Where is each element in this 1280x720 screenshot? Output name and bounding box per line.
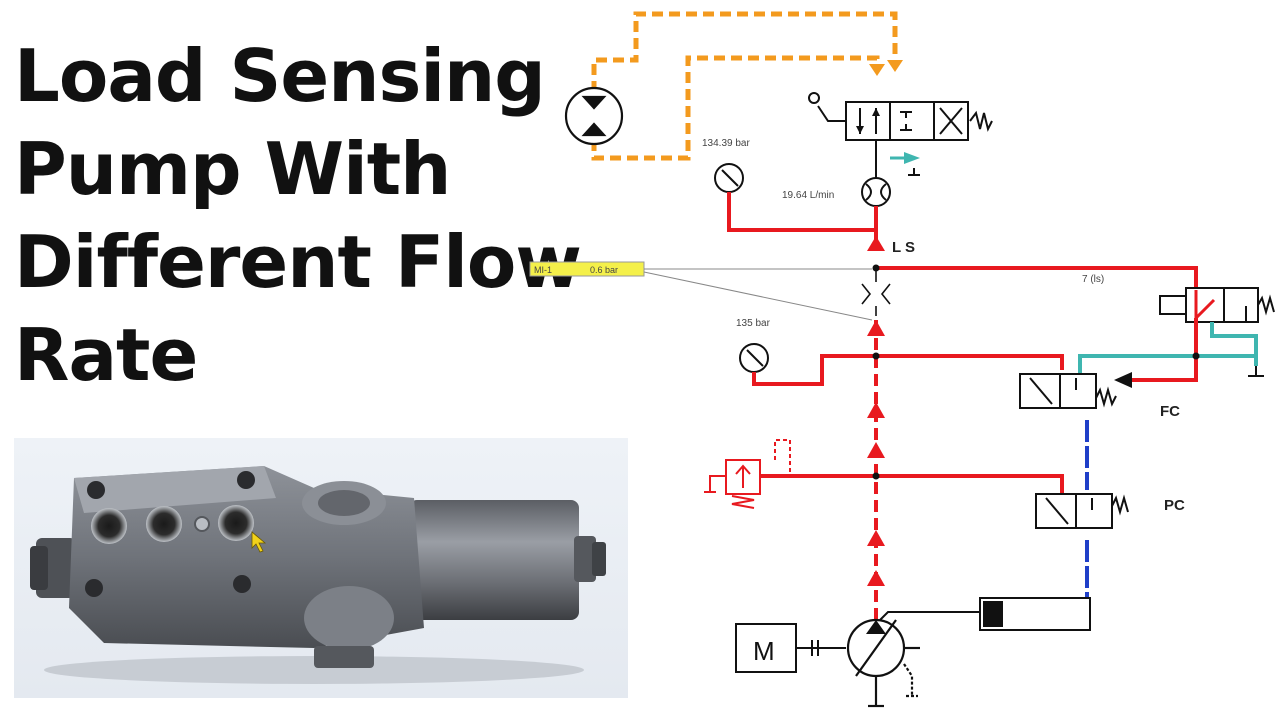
pc-valve-symbol <box>1035 493 1129 529</box>
mi-tag-name: MI-1 <box>534 265 552 275</box>
ls-junction <box>872 264 880 272</box>
orange-arrow-1 <box>887 60 903 72</box>
orange-actuator-lines <box>591 11 898 161</box>
solenoid-valve-symbol <box>1159 287 1275 323</box>
title-line-3: Different Flow <box>14 220 582 304</box>
valve-arrow-1 <box>856 126 864 134</box>
solenoid-teal-path <box>1210 322 1258 366</box>
fc-pilot-arrow <box>1114 372 1132 388</box>
teal-junction <box>1192 352 1200 360</box>
supply-arrow-3 <box>867 442 885 458</box>
ls-label: L S <box>892 239 915 256</box>
pressure-gauge-top <box>714 163 744 193</box>
pump-arrow <box>866 620 886 634</box>
fc-junction <box>872 352 880 360</box>
title-line-4: Rate <box>14 313 198 397</box>
motor-label: M <box>753 636 775 666</box>
flow-meter-value: 19.64 L/min <box>782 190 834 201</box>
supply-arrow-4 <box>867 530 885 546</box>
red-relief-line <box>760 474 1064 494</box>
valve-illustration <box>30 466 606 684</box>
gauge-mid-value: 135 bar <box>736 318 771 329</box>
tank-right <box>1248 366 1264 377</box>
valve-photo <box>14 438 628 698</box>
directional-valve-symbol <box>808 92 993 141</box>
valve-arrow-2 <box>872 108 880 116</box>
red-ls-lines <box>727 192 1198 290</box>
mi-tag: MI-1 0.6 bar <box>529 261 873 321</box>
orange-arrow-2 <box>869 64 885 76</box>
fc-label: FC <box>1160 403 1180 420</box>
electric-motor-symbol <box>735 623 846 673</box>
orifice-symbol <box>861 270 891 316</box>
ls-arrow <box>867 236 885 251</box>
title-line-1: Load Sensing <box>14 34 546 118</box>
teal-fc-line <box>1078 354 1256 374</box>
teal-drain-symbol <box>875 140 920 176</box>
fc-valve-symbol <box>1019 373 1117 409</box>
supply-arrow-2 <box>867 402 885 418</box>
page-title: Load Sensing Pump With Different Flow Ra… <box>14 30 582 402</box>
mi-tag-value: 0.6 bar <box>590 265 618 275</box>
pressure-gauge-mid <box>739 343 769 373</box>
hydraulic-motor-symbol <box>564 86 624 146</box>
gauge-top-value: 134.39 bar <box>702 138 750 149</box>
variable-pump-symbol <box>846 618 920 708</box>
relief-junction <box>872 472 880 480</box>
title-line-2: Pump With <box>14 127 451 211</box>
supply-arrow-1 <box>867 320 885 336</box>
swashplate-cylinder-symbol <box>879 597 1091 631</box>
supply-arrow-5 <box>867 570 885 586</box>
ls-line-label: 7 (ls) <box>1082 274 1104 285</box>
flow-meter-symbol <box>861 160 891 207</box>
red-fc-lines <box>752 354 1064 386</box>
red-solenoid-to-fc <box>1132 318 1198 382</box>
pc-label: PC <box>1164 497 1185 514</box>
